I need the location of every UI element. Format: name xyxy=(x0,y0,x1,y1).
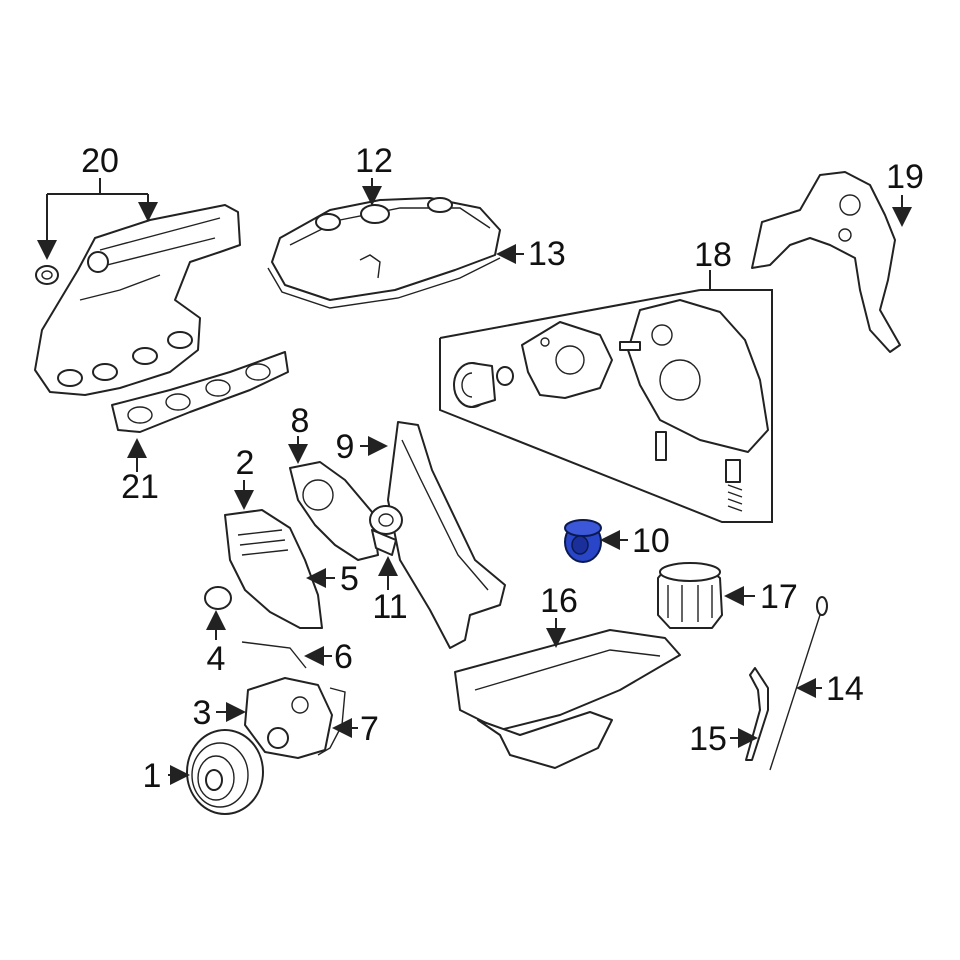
callout-label-2: 2 xyxy=(236,444,255,482)
callout-6: 6 xyxy=(304,638,353,676)
oil-pump-kit-box xyxy=(439,289,773,523)
callout-label-1: 1 xyxy=(143,757,162,795)
callout-4: 4 xyxy=(206,610,226,678)
callout-2: 2 xyxy=(234,444,255,510)
callout-label-16: 16 xyxy=(540,582,578,620)
callout-label-8: 8 xyxy=(291,402,310,440)
oil-pump-gear[interactable] xyxy=(453,362,496,408)
callout-15: 15 xyxy=(689,720,758,758)
timing-cover-gasket[interactable] xyxy=(751,171,901,353)
callout-label-21: 21 xyxy=(121,468,159,506)
callout-label-9: 9 xyxy=(336,428,355,466)
cover-plug[interactable] xyxy=(204,586,232,610)
callout-3: 3 xyxy=(193,694,246,732)
intake-gasket[interactable] xyxy=(111,351,289,433)
timing-cover-lower[interactable] xyxy=(224,509,323,629)
callout-21: 21 xyxy=(121,438,159,506)
belt-tensioner[interactable] xyxy=(369,505,403,556)
callout-12: 12 xyxy=(355,142,393,206)
callout-label-4: 4 xyxy=(207,640,226,678)
belt-guide-rod[interactable] xyxy=(241,641,307,669)
callout-label-12: 12 xyxy=(355,142,393,180)
oil-pump-seal[interactable] xyxy=(496,366,514,386)
callout-18: 18 xyxy=(694,236,732,290)
water-pump[interactable] xyxy=(244,677,333,759)
callout-14: 14 xyxy=(796,670,864,708)
callout-10: 10 xyxy=(600,522,670,560)
callout-label-5: 5 xyxy=(340,560,359,598)
valve-cover[interactable] xyxy=(271,197,501,301)
callout-19: 19 xyxy=(886,158,924,227)
manifold-seal-ring[interactable] xyxy=(35,265,59,285)
callout-label-7: 7 xyxy=(360,710,379,748)
callout-label-13: 13 xyxy=(528,235,566,273)
callout-label-17: 17 xyxy=(760,578,798,616)
callout-label-10: 10 xyxy=(632,522,670,560)
callout-9: 9 xyxy=(336,428,388,466)
oil-pan[interactable] xyxy=(454,629,681,769)
callout-label-11: 11 xyxy=(372,588,407,626)
callout-label-15: 15 xyxy=(689,720,727,758)
callout-label-18: 18 xyxy=(694,236,732,274)
intake-manifold[interactable] xyxy=(34,204,241,396)
timing-cover-upper[interactable] xyxy=(289,461,379,561)
timing-cover-housing[interactable] xyxy=(619,299,769,453)
callout-13: 13 xyxy=(496,235,566,273)
callout-20: 20 xyxy=(37,142,158,260)
callout-label-3: 3 xyxy=(193,694,212,732)
oil-dipstick[interactable] xyxy=(769,596,828,771)
crankshaft-pulley[interactable] xyxy=(186,729,264,815)
highlighted-part-10[interactable] xyxy=(564,519,602,563)
valve-cover-gasket[interactable] xyxy=(267,257,501,309)
callout-11: 11 xyxy=(372,556,408,626)
callout-label-6: 6 xyxy=(334,638,353,676)
dipstick-tube[interactable] xyxy=(745,667,769,761)
callout-label-19: 19 xyxy=(886,158,924,196)
callout-17: 17 xyxy=(724,578,798,616)
callout-label-20: 20 xyxy=(81,142,119,180)
callout-7: 7 xyxy=(332,710,379,748)
callout-label-14: 14 xyxy=(826,670,864,708)
timing-belt[interactable] xyxy=(387,421,506,649)
callout-16: 16 xyxy=(540,582,578,648)
oil-pump-body[interactable] xyxy=(521,321,613,399)
callout-5: 5 xyxy=(306,560,359,598)
relief-valve-parts[interactable] xyxy=(655,431,743,512)
callout-8: 8 xyxy=(288,402,310,464)
oil-filter[interactable] xyxy=(657,562,723,629)
callout-1: 1 xyxy=(143,757,190,795)
